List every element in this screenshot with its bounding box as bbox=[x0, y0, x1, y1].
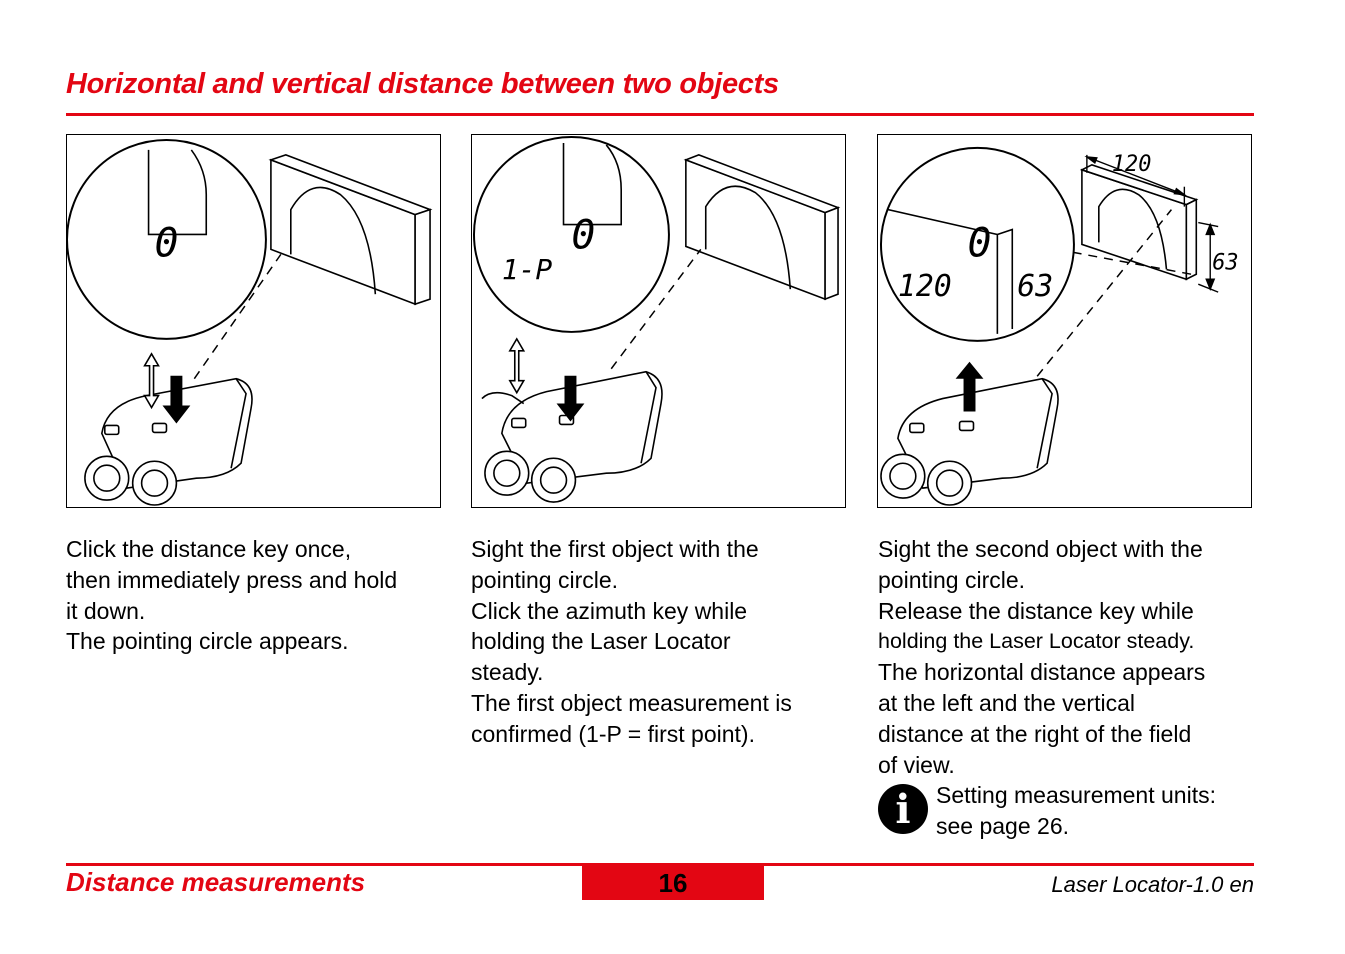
binocular-graphic bbox=[880, 377, 1059, 506]
caption-line: The horizontal distance appears bbox=[878, 659, 1206, 686]
display-left-value: 120 bbox=[898, 269, 952, 304]
caption-step-1: Click the distance key once, then immedi… bbox=[66, 534, 448, 657]
caption-line: it down. bbox=[66, 597, 146, 624]
pointing-circle bbox=[67, 139, 267, 340]
press-arrows bbox=[508, 337, 585, 422]
info-note: i Setting measurement units: see page 26… bbox=[878, 780, 1260, 842]
page-number: 16 bbox=[582, 866, 764, 900]
arch-wall-graphic bbox=[1079, 163, 1199, 281]
caption-line: pointing circle. bbox=[878, 566, 1026, 593]
footer-rule bbox=[66, 863, 1254, 866]
binocular-illustration-3: 120 63 0 120 63 bbox=[879, 146, 1239, 506]
note-line: see page 26. bbox=[936, 813, 1070, 840]
caption-line: Release the distance key while bbox=[878, 597, 1194, 624]
caption-line: Sight the second object with the bbox=[878, 536, 1203, 562]
arch-wall-graphic bbox=[268, 154, 433, 306]
display-left-value: 1-P bbox=[502, 253, 553, 286]
caption-line: Click the distance key once, bbox=[66, 536, 352, 562]
caption-line: steady. bbox=[471, 659, 544, 686]
section-title: Distance measurements bbox=[66, 867, 366, 897]
caption-line: The first object measurement is bbox=[471, 689, 792, 716]
illustration-panel-2: 0 1-P bbox=[471, 134, 846, 508]
caption-line: holding the Laser Locator bbox=[471, 628, 731, 655]
dimension-lines bbox=[1084, 154, 1219, 293]
note-line: Setting measurement units: bbox=[936, 782, 1216, 809]
binocular-illustration-1: 0 bbox=[67, 139, 433, 506]
binocular-graphic bbox=[84, 377, 253, 506]
binocular-graphic bbox=[481, 370, 663, 503]
display-main-value: 0 bbox=[154, 220, 178, 266]
caption-line: then immediately press and hold bbox=[66, 566, 398, 593]
info-icon: i bbox=[878, 784, 928, 835]
release-arrow bbox=[955, 361, 984, 412]
illustration-panel-1: 0 bbox=[66, 134, 441, 508]
caption-line: pointing circle. bbox=[471, 566, 619, 593]
caption-line: Sight the first object with the bbox=[471, 536, 759, 562]
display-main-value: 0 bbox=[967, 220, 991, 266]
caption-line: The pointing circle appears. bbox=[66, 628, 349, 655]
pointing-circle bbox=[879, 146, 1075, 342]
caption-step-3: Sight the second object with the pointin… bbox=[878, 534, 1260, 842]
caption-line: holding the Laser Locator steady. bbox=[878, 629, 1195, 654]
dimension-height-label: 63 bbox=[1212, 250, 1238, 275]
page-title: Horizontal and vertical distance between… bbox=[66, 68, 779, 100]
header-rule bbox=[66, 113, 1254, 116]
illustration-panel-3: 120 63 0 120 63 bbox=[877, 134, 1252, 508]
caption-step-2: Sight the first object with the pointing… bbox=[471, 534, 853, 750]
display-main-value: 0 bbox=[571, 212, 595, 258]
product-label: Laser Locator-1.0 en bbox=[1051, 872, 1254, 897]
caption-line: confirmed (1-P = first point). bbox=[471, 720, 755, 747]
caption-line: Click the azimuth key while bbox=[471, 597, 748, 624]
display-right-value: 63 bbox=[1017, 269, 1053, 304]
caption-line: at the left and the vertical bbox=[878, 689, 1135, 716]
press-arrows bbox=[143, 352, 191, 424]
binocular-illustration-2: 0 1-P bbox=[472, 135, 841, 503]
arch-wall-graphic bbox=[683, 154, 841, 301]
pointing-circle bbox=[472, 135, 670, 333]
dimension-width-label: 120 bbox=[1112, 152, 1152, 177]
caption-line: of view. bbox=[878, 751, 955, 778]
caption-line: distance at the right of the field bbox=[878, 720, 1192, 747]
